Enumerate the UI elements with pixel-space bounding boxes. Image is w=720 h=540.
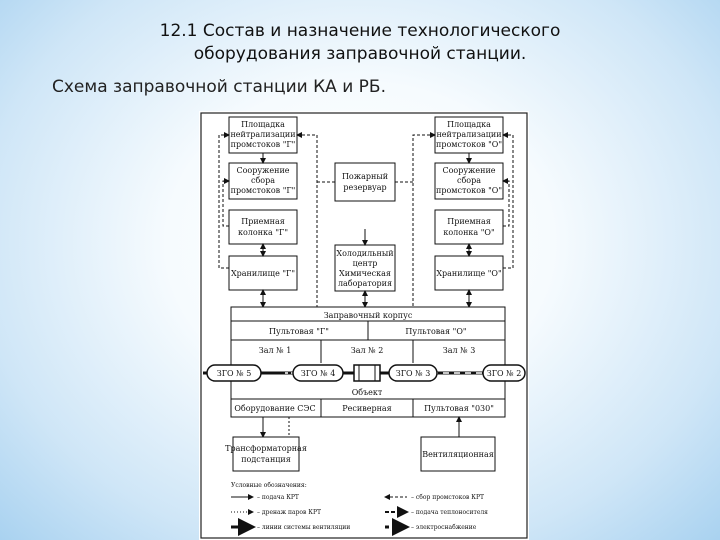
- control-room-g: Пультовая "Г": [269, 327, 329, 336]
- control-room-o: Пультовая "О": [405, 327, 466, 336]
- hall-2: Зал № 2: [351, 346, 384, 355]
- legend-item-1: – подача КРТ: [257, 494, 299, 501]
- left-collection-line-3: промстоков "Г": [231, 186, 296, 195]
- fire-reservoir-line-2: резервуар: [343, 183, 386, 192]
- ventilation-box: Вентиляционная: [420, 436, 496, 472]
- hall-1: Зал № 1: [259, 346, 292, 355]
- right-collection-box: Сооружение сбора промстоков "О": [434, 162, 504, 200]
- right-neutralization-line-1: Площадка: [447, 120, 491, 129]
- left-receiving-line-1: Приемная: [241, 217, 285, 226]
- fire-reservoir-line-1: Пожарный: [342, 172, 388, 181]
- left-collection-line-1: Сооружение: [236, 166, 289, 175]
- right-collection-line-1: Сооружение: [442, 166, 495, 175]
- legend-item-3: – дренаж паров КРТ: [257, 509, 321, 516]
- transformer-line-1: Трансформаторная: [225, 444, 307, 453]
- transformer-box: Трансформаторная подстанция: [225, 436, 307, 472]
- legend-title: Условные обозначения:: [231, 482, 307, 489]
- slide-title-line-2: оборудования заправочной станции.: [193, 44, 527, 64]
- right-collection-line-3: промстоков "О": [436, 186, 502, 195]
- left-receiving-line-2: колонка "Г": [238, 228, 288, 237]
- lower-arrows: [260, 416, 462, 438]
- legend-item-4: – подача теплоносителя: [411, 509, 488, 516]
- zgo-3-capsule: ЗГО № 3: [388, 364, 438, 382]
- legend-item-6: – электроснабжение: [411, 524, 477, 531]
- ventilation-label: Вентиляционная: [422, 450, 494, 459]
- cold-center-line-3: Химическая: [339, 269, 391, 278]
- cold-center-box: Холодильный центр Химическая лаборатория: [334, 244, 396, 292]
- fire-reservoir-box: Пожарный резервуар: [334, 162, 396, 202]
- left-storage-label: Хранилище "Г": [231, 269, 295, 278]
- zgo-5-capsule: ЗГО № 5: [206, 364, 262, 382]
- right-collection-line-2: сбора: [457, 176, 481, 185]
- receiver-room: Ресиверная: [342, 404, 391, 413]
- supply-arrows: [260, 153, 472, 308]
- right-receiving-line-2: колонка "О": [443, 228, 494, 237]
- slide-title-line-1: 12.1 Состав и назначение технологическог…: [159, 21, 561, 41]
- zgo-3-label: ЗГО № 3: [396, 369, 431, 378]
- right-neutralization-line-2: нейтрализации: [436, 130, 501, 139]
- right-storage-label: Хранилище "О": [436, 269, 501, 278]
- right-neutralization-line-3: промстоков "О": [436, 140, 502, 149]
- legend-item-2: – сбор промстоков КРТ: [411, 494, 484, 501]
- building-title: Заправочный корпус: [324, 311, 413, 320]
- right-neutralization-box: Площадка нейтрализации промстоков "О": [434, 116, 504, 154]
- ses-equipment: Оборудование СЭС: [234, 404, 315, 413]
- left-storage-box: Хранилище "Г": [228, 255, 298, 291]
- slide-subtitle: Схема заправочной станции КА и РБ.: [52, 77, 386, 97]
- object-shape: [353, 364, 381, 382]
- zgo-4-label: ЗГО № 4: [301, 369, 336, 378]
- cold-center-line-1: Холодильный: [336, 249, 393, 258]
- slide-title: 12.1 Состав и назначение технологическог…: [0, 20, 720, 66]
- left-receiving-box: Приемная колонка "Г": [228, 209, 298, 245]
- legend-item-5: – линии системы вентиляции: [257, 524, 350, 531]
- cold-center-line-4: лаборатория: [338, 279, 392, 288]
- station-scheme: Площадка нейтрализации промстоков "Г" Со…: [199, 111, 529, 540]
- hall-3: Зал № 3: [443, 346, 476, 355]
- right-receiving-line-1: Приемная: [447, 217, 491, 226]
- left-neutralization-line-1: Площадка: [241, 120, 285, 129]
- control-room-030: Пультовая "030": [424, 404, 494, 413]
- left-neutralization-line-3: промстоков "Г": [231, 140, 296, 149]
- zgo-2-capsule: ЗГО № 2: [482, 364, 526, 382]
- zgo-4-capsule: ЗГО № 4: [292, 364, 344, 382]
- transformer-line-2: подстанция: [241, 455, 291, 464]
- right-receiving-box: Приемная колонка "О": [434, 209, 504, 245]
- collection-lines: [218, 132, 514, 307]
- building-block: Заправочный корпус Пультовая "Г" Пультов…: [230, 306, 506, 418]
- legend: Условные обозначения: – подача КРТ – сбо…: [231, 482, 488, 536]
- left-neutralization-line-2: нейтрализации: [230, 130, 295, 139]
- object-label: Объект: [352, 388, 383, 397]
- left-collection-line-2: сбора: [251, 176, 275, 185]
- zgo-2-label: ЗГО № 2: [487, 369, 522, 378]
- left-collection-box: Сооружение сбора промстоков "Г": [228, 162, 298, 200]
- zgo-5-label: ЗГО № 5: [217, 369, 252, 378]
- right-storage-box: Хранилище "О": [434, 255, 504, 291]
- cold-center-line-2: центр: [353, 259, 378, 268]
- left-neutralization-box: Площадка нейтрализации промстоков "Г": [228, 116, 298, 154]
